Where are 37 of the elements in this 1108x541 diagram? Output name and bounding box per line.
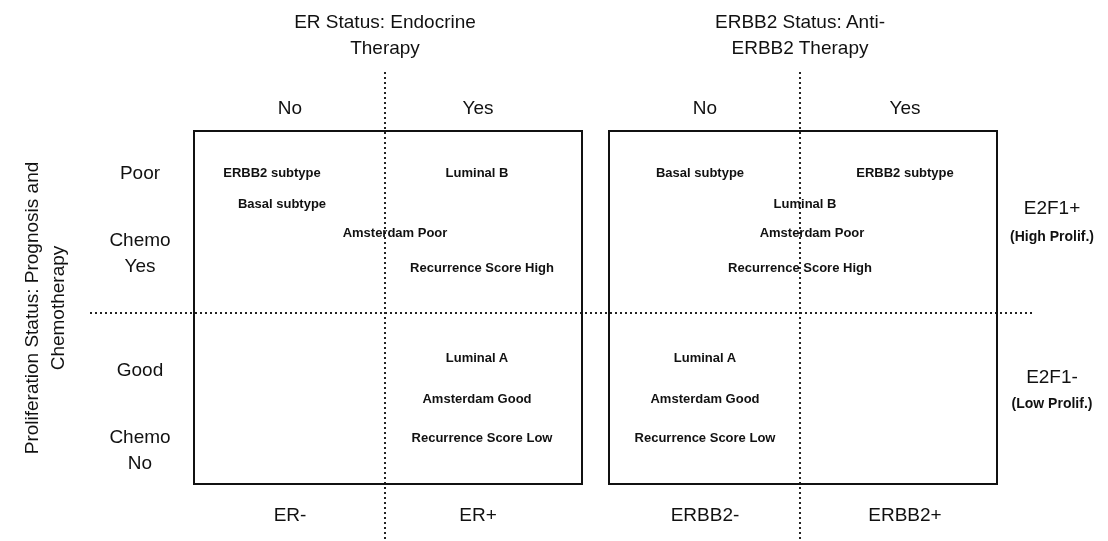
subtype-label: Amsterdam Poor xyxy=(759,224,865,240)
subtype-label: Basal subtype xyxy=(237,195,327,211)
axis-title: ER Status: Endocrine Therapy xyxy=(293,10,477,60)
row-label: Good xyxy=(116,358,164,383)
subtype-label: Recurrence Score Low xyxy=(634,429,776,445)
row-label: E2F1- xyxy=(1026,365,1078,390)
row-label: E2F1+ xyxy=(1023,196,1081,221)
subtype-label: Recurrence Score High xyxy=(728,259,872,275)
column-label: ER- xyxy=(273,503,307,528)
row-label: Poor xyxy=(119,161,161,186)
row-note: (Low Prolif.) xyxy=(1011,393,1093,413)
axis-title: Proliferation Status: Prognosis and Chemotherapy xyxy=(20,160,69,457)
subtype-label: Amsterdam Poor xyxy=(342,224,448,240)
subtype-label: Amsterdam Good xyxy=(422,390,532,406)
column-label: ERBB2+ xyxy=(868,503,942,528)
subtype-label: Basal subtype xyxy=(655,164,745,180)
subtype-label: ERBB2 subtype xyxy=(856,164,954,180)
column-label: Yes xyxy=(889,96,921,121)
subtype-label: Recurrence Score Low xyxy=(411,429,553,445)
subtype-label: Luminal A xyxy=(445,349,509,365)
subtype-label: Recurrence Score High xyxy=(410,259,554,275)
column-label: No xyxy=(277,96,303,121)
row-label: Chemo No xyxy=(108,425,172,475)
subtype-label: ERBB2 subtype xyxy=(223,164,321,180)
column-label: ER+ xyxy=(459,503,497,528)
row-label: Chemo Yes xyxy=(108,228,172,278)
quadrant-box xyxy=(608,130,998,485)
quadrant-box xyxy=(193,130,583,485)
subtype-label: Luminal B xyxy=(445,164,509,180)
axis-title: ERBB2 Status: Anti-ERBB2 Therapy xyxy=(714,10,886,60)
subtype-label: Amsterdam Good xyxy=(650,390,760,406)
subtype-label: Luminal A xyxy=(673,349,737,365)
column-label: Yes xyxy=(462,96,494,121)
row-note: (High Prolif.) xyxy=(1010,226,1094,246)
column-label: ERBB2- xyxy=(670,503,740,528)
subtype-label: Luminal B xyxy=(773,195,837,211)
column-label: No xyxy=(692,96,718,121)
